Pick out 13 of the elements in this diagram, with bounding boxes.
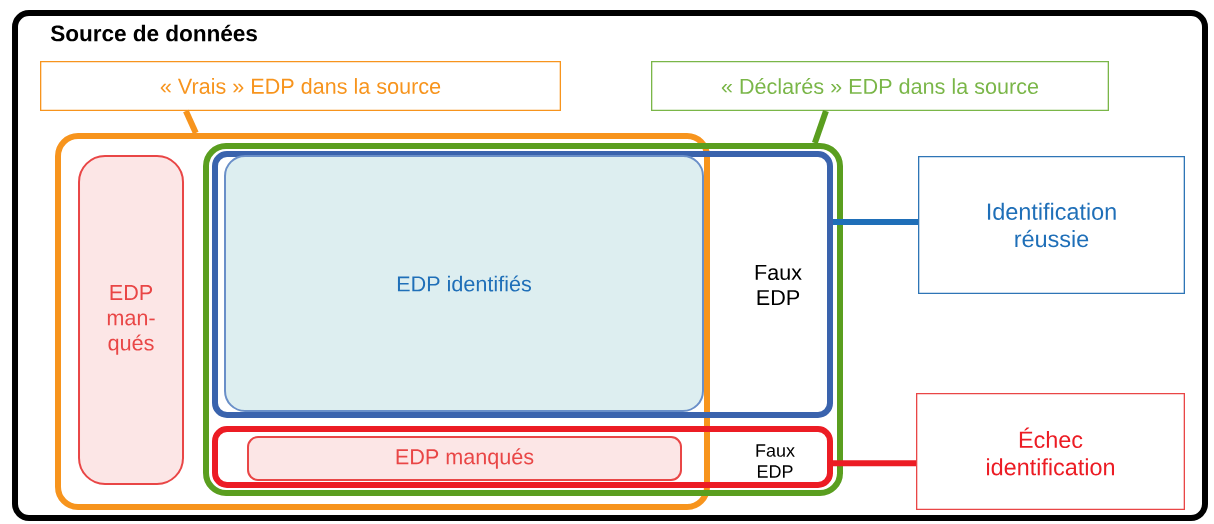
label-box: Identification réussie: [918, 156, 1185, 294]
connector-line: [183, 109, 199, 135]
result-box: EDP identifiés: [224, 155, 704, 412]
set-outline: [55, 133, 710, 510]
connector-line: [833, 218, 918, 225]
connector-line: [833, 460, 916, 467]
label-box: Échec identification: [916, 393, 1185, 510]
result-box: EDP manqués: [247, 436, 682, 481]
pill-box: EDP man- qués: [78, 155, 184, 485]
connector-line: [812, 110, 829, 144]
label-box: « Déclarés » EDP dans la source: [651, 61, 1109, 111]
label-box: « Vrais » EDP dans la source: [40, 61, 561, 111]
set-outline: [203, 143, 843, 496]
